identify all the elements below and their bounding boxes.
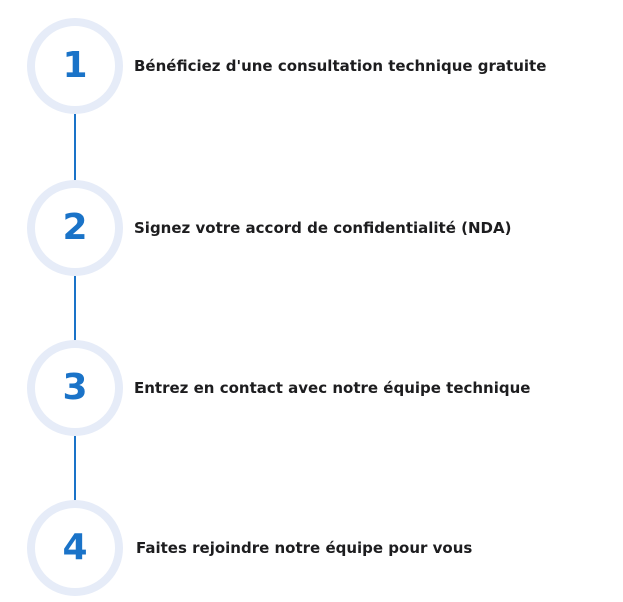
step-label: Bénéficiez d'une consultation technique …	[134, 57, 547, 75]
step-item-2: 2 Signez votre accord de confidentialité…	[27, 180, 617, 276]
connector-line-2-3	[74, 276, 76, 342]
connector-line-1-2	[74, 114, 76, 182]
step-number: 4	[62, 527, 88, 568]
step-label: Signez votre accord de confidentialité (…	[134, 219, 512, 237]
step-item-3: 3 Entrez en contact avec notre équipe te…	[27, 340, 617, 436]
step-number-circle: 4	[27, 500, 123, 596]
step-label: Entrez en contact avec notre équipe tech…	[134, 379, 531, 397]
step-item-4: 4 Faites rejoindre notre équipe pour vou…	[27, 500, 617, 596]
step-number-circle: 3	[27, 340, 123, 436]
connector-line-3-4	[74, 436, 76, 502]
step-number: 3	[62, 367, 88, 408]
step-number: 2	[62, 207, 88, 248]
step-item-1: 1 Bénéficiez d'une consultation techniqu…	[27, 18, 617, 114]
step-number: 1	[62, 45, 88, 86]
step-number-circle: 1	[27, 18, 123, 114]
step-number-circle: 2	[27, 180, 123, 276]
step-label: Faites rejoindre notre équipe pour vous	[136, 539, 473, 557]
